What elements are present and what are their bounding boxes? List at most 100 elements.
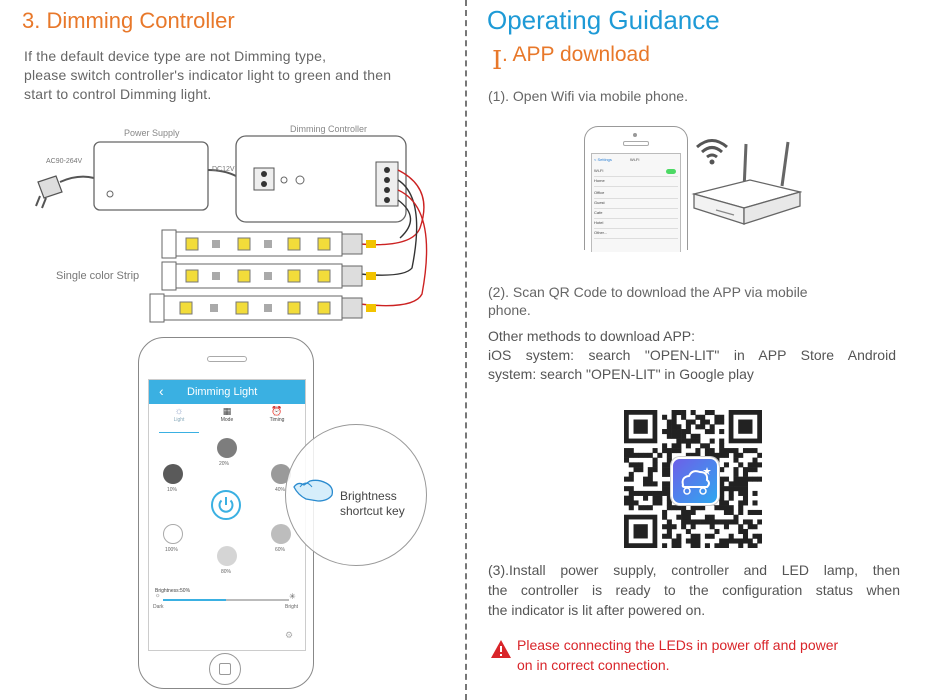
tab-label: Timing (269, 417, 285, 423)
callout-line: Brightness (340, 489, 397, 503)
wifi-icon (696, 139, 728, 165)
wifi-row[interactable]: Other... (594, 230, 678, 239)
wifi-row[interactable]: Guest (594, 200, 678, 209)
settings-icon[interactable]: ⚙ (285, 630, 294, 640)
power-supply-box (93, 141, 209, 211)
brightness-slider[interactable] (163, 599, 289, 601)
brightness-label: Brightness:50% (155, 588, 191, 594)
step3-line: the indicator is lit after powered on. (488, 602, 706, 618)
slider-fill (163, 599, 226, 601)
callout-text: Brightness shortcut key (340, 489, 405, 519)
wifi-row-label: Other... (594, 230, 608, 235)
power-icon (218, 497, 234, 513)
app-header-title: Dimming Light (187, 386, 258, 398)
wifi-row[interactable]: Office (594, 190, 678, 199)
bulb-icon: ☼ (174, 406, 184, 417)
wifi-row[interactable]: Cafe (594, 210, 678, 219)
alarm-clock-icon: ⏰ (271, 406, 283, 416)
other-methods-text: Other methods to download APP: iOS syste… (488, 327, 896, 384)
sun-bright-icon: ✳ (289, 592, 296, 601)
intro-line: start to control Dimming light. (24, 86, 212, 102)
step2-line: phone. (488, 302, 531, 318)
app-logo-icon (671, 457, 719, 505)
preset-label: 80% (221, 569, 232, 575)
wifi-row-label: Cafe (594, 210, 603, 215)
subsection-title: . APP download (502, 43, 650, 66)
back-chevron-icon[interactable]: ‹ (159, 383, 164, 399)
other-methods-line: system: search "OPEN-LIT" in Google play (488, 366, 754, 382)
warning-line: Please connecting the LEDs in power off … (517, 637, 839, 653)
wifi-row[interactable]: Wi-Fi (594, 168, 678, 177)
wiring-diagram (35, 135, 428, 323)
wifi-row-label: Guest (594, 200, 605, 205)
wifi-settings-screen: < Settings Wi-Fi Wi-Fi Home Office Guest… (591, 153, 681, 252)
step2-line: (2). Scan QR Code to download the APP vi… (488, 284, 808, 300)
mode-icon: ▦ (222, 406, 232, 416)
column-divider (465, 0, 467, 700)
callout-line: shortcut key (340, 504, 405, 518)
wifi-row-label: Office (594, 190, 605, 195)
preset-20[interactable] (217, 438, 237, 458)
section-title-operating: Operating Guidance (487, 5, 720, 35)
intro-line: please switch controller's indicator lig… (24, 67, 392, 83)
preset-label: 100% (165, 547, 178, 553)
led-strip-1 (161, 229, 376, 259)
step2-text: (2). Scan QR Code to download the APP vi… (488, 283, 808, 319)
tab-label: Light (173, 417, 185, 423)
wifi-row[interactable]: Home (594, 178, 678, 187)
led-strip-3 (149, 293, 376, 323)
sun-dim-icon: ☼ (155, 593, 161, 599)
power-supply-label: Power Supply (124, 128, 180, 138)
qr-code[interactable] (624, 410, 763, 549)
led-strip-2 (161, 261, 376, 291)
other-methods-line: iOS system: search "OPEN-LIT" in APP Sto… (488, 347, 896, 363)
app-header (149, 380, 305, 404)
step1-text: (1). Open Wifi via mobile phone. (488, 88, 688, 104)
ac-label: AC90-264V (46, 158, 83, 165)
power-plug-icon (35, 175, 95, 209)
intro-line: If the default device type are not Dimmi… (24, 48, 327, 64)
app-screen: ‹ Dimming Light ☼ Light ▦ Mode ⏰ Timing … (148, 379, 306, 651)
preset-60[interactable] (271, 524, 291, 544)
phone-speaker (207, 356, 247, 362)
warning-icon (491, 640, 511, 658)
preset-10[interactable] (163, 464, 183, 484)
strip-label: Single color Strip (56, 270, 140, 282)
tab-mode[interactable]: ▦ Mode (207, 406, 247, 432)
tab-timing[interactable]: ⏰ Timing (257, 406, 297, 432)
dark-label: Dark (153, 604, 164, 610)
preset-label: 60% (275, 547, 286, 553)
intro-text: If the default device type are not Dimmi… (24, 47, 391, 104)
wifi-row-label: Home (594, 178, 605, 183)
preset-label: 10% (167, 487, 178, 493)
preset-label: 20% (219, 461, 230, 467)
wifi-screen-title: Wi-Fi (630, 157, 640, 162)
dc-label: DC12V (212, 166, 235, 173)
preset-80[interactable] (217, 546, 237, 566)
phone-home-button[interactable] (209, 653, 241, 685)
preset-label: 40% (275, 487, 286, 493)
other-methods-line: Other methods to download APP: (488, 328, 696, 344)
tab-label: Mode (220, 417, 234, 423)
tab-light[interactable]: ☼ Light (159, 406, 199, 433)
settings-back[interactable]: < Settings (594, 157, 612, 162)
preset-100[interactable] (163, 524, 183, 544)
dimming-controller-box (235, 135, 407, 223)
step3-line: (3).Install power supply, controller and… (488, 562, 900, 578)
roman-numeral: I (492, 46, 503, 76)
phone-speaker (623, 141, 649, 146)
wifi-phone: < Settings Wi-Fi Wi-Fi Home Office Guest… (584, 126, 688, 252)
warning-line: on in correct connection. (517, 657, 670, 673)
toggle-switch[interactable] (666, 169, 676, 174)
step3-line: the controller is ready to the configura… (488, 582, 900, 598)
bright-label: Bright (285, 604, 299, 610)
wifi-row-label: Hotel (594, 220, 604, 225)
controller-label: Dimming Controller (290, 124, 368, 134)
wifi-row-label: Wi-Fi (594, 168, 604, 173)
hand-pointer-icon (292, 473, 336, 503)
step3-text: (3).Install power supply, controller and… (488, 560, 900, 620)
section-title-dimming: 3. Dimming Controller (22, 8, 235, 33)
power-button[interactable] (211, 490, 241, 520)
wifi-row[interactable]: Hotel (594, 220, 678, 229)
qr-code-image (624, 410, 763, 549)
